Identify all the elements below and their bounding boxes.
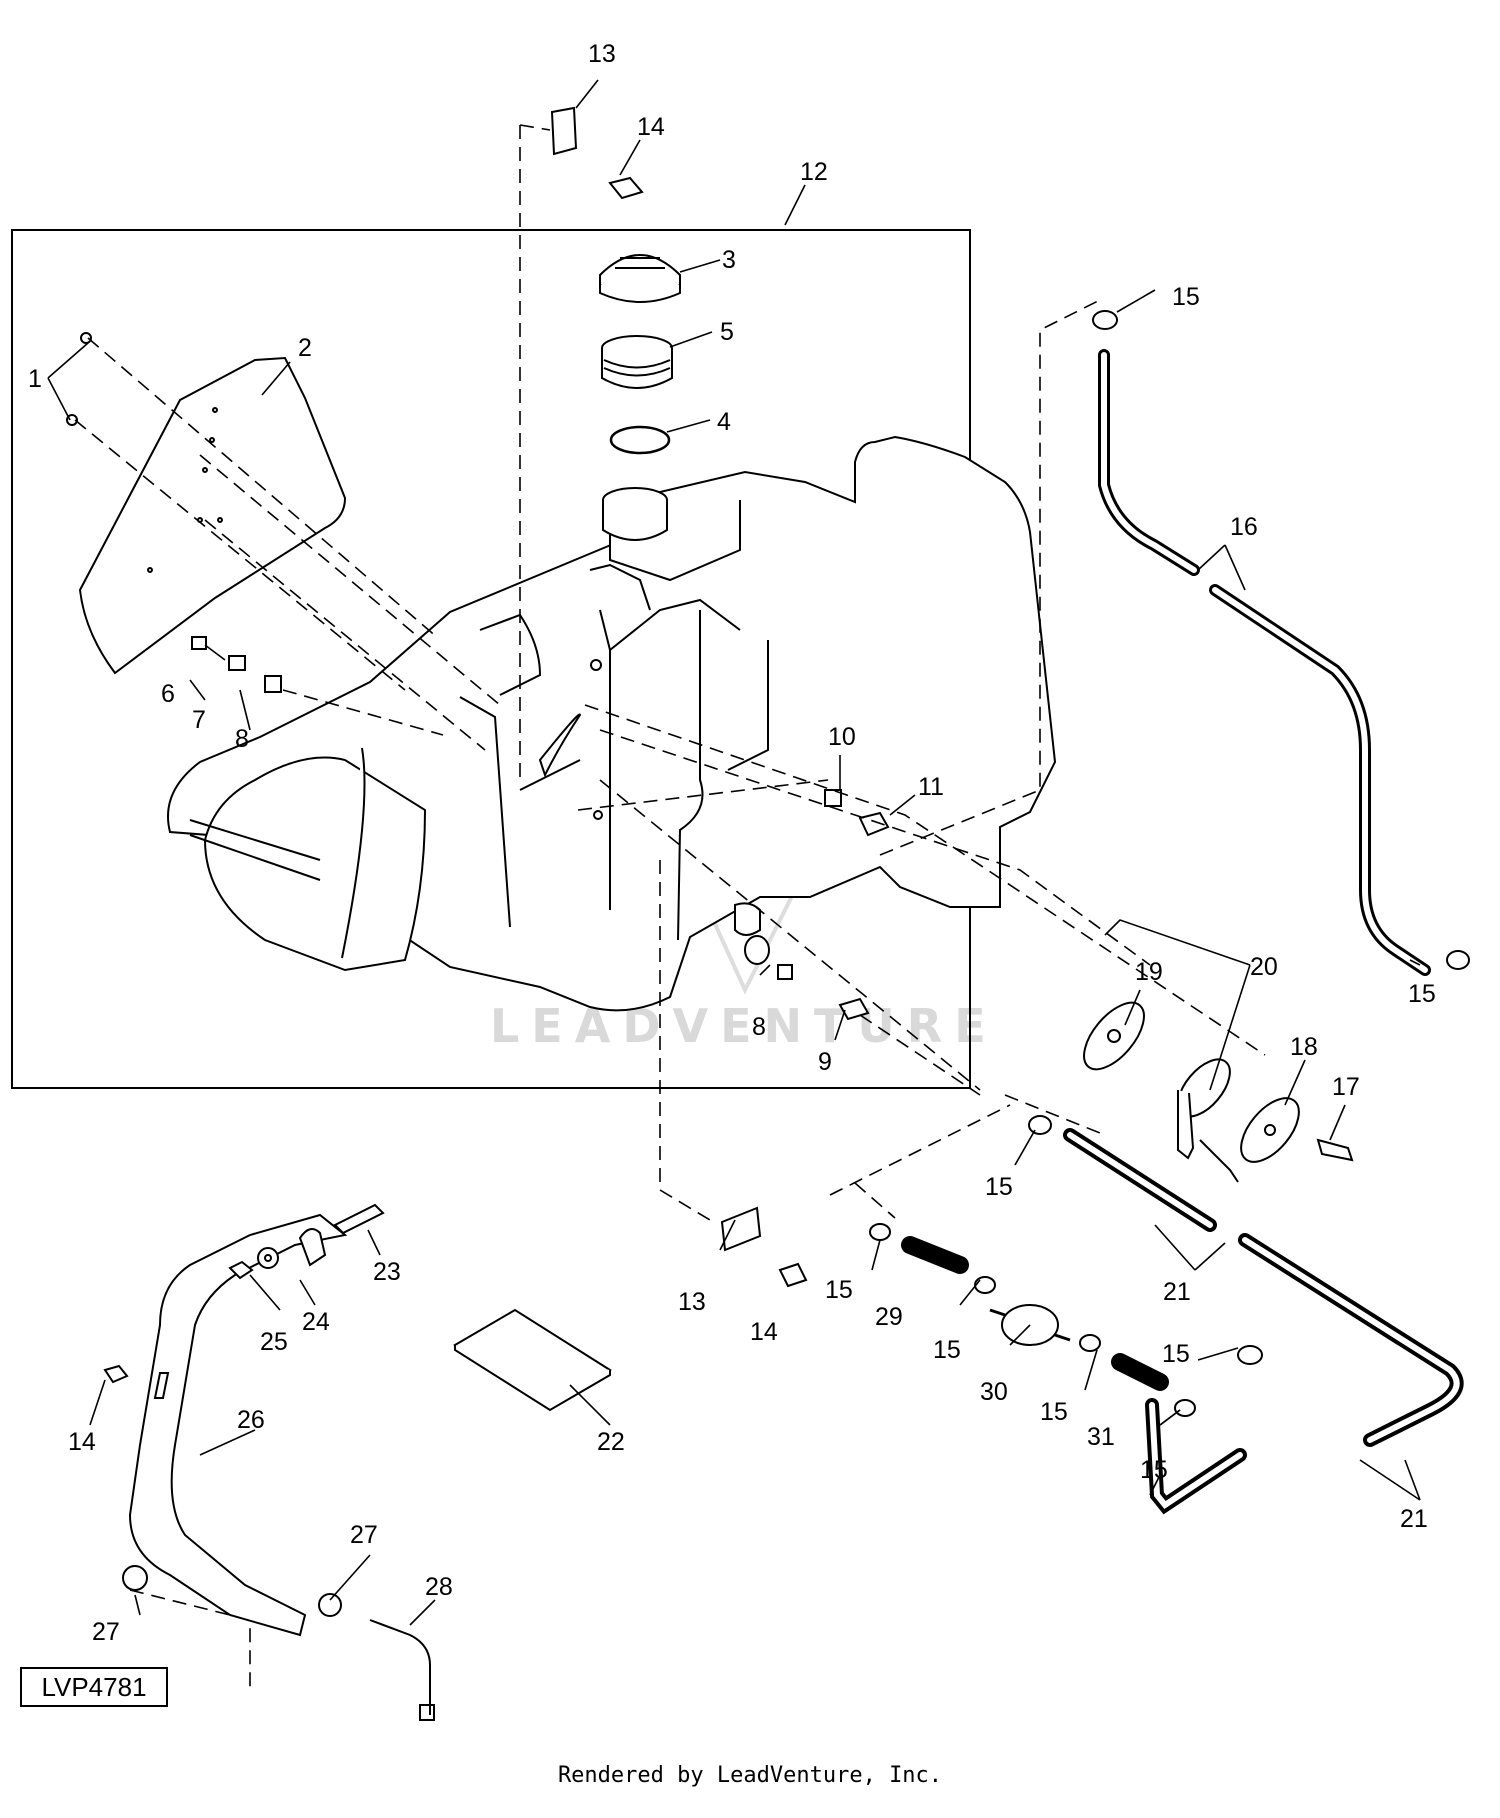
- callout-18: 18: [1290, 1033, 1318, 1061]
- callout-21b: 21: [1400, 1505, 1428, 1533]
- fuel-hose-21: [1063, 1128, 1464, 1515]
- callout-15f: 15: [1040, 1398, 1068, 1426]
- callout-25: 25: [260, 1328, 288, 1356]
- callout-6: 6: [161, 680, 175, 708]
- callout-15a: 15: [1172, 283, 1200, 311]
- callout-22: 22: [597, 1428, 625, 1456]
- callout-27a: 27: [350, 1521, 378, 1549]
- callout-29: 29: [875, 1303, 903, 1331]
- watermark: LEADVENTURE: [490, 999, 998, 1053]
- callout-20: 20: [1250, 953, 1278, 981]
- callout-13b: 13: [678, 1288, 706, 1316]
- callout-26: 26: [237, 1406, 265, 1434]
- fuel-hose-16-hl: [1101, 352, 1428, 973]
- brackets-and-bolts: [103, 106, 808, 1384]
- fuel-cap: [599, 254, 681, 303]
- callout-15c: 15: [985, 1173, 1013, 1201]
- tank-strap: [122, 1203, 435, 1721]
- callout-12: 12: [800, 158, 828, 186]
- fuel-filter-group: [869, 310, 1470, 1417]
- callout-11: 11: [918, 773, 944, 801]
- callout-1: 1: [28, 365, 42, 393]
- callout-30: 30: [980, 1378, 1008, 1406]
- callout-15b: 15: [1408, 980, 1436, 1008]
- callout-14c: 14: [68, 1428, 96, 1456]
- callout-16: 16: [1230, 513, 1258, 541]
- o-ring: [609, 425, 671, 455]
- filler-neck-adapter: [601, 335, 673, 389]
- callout-8b: 8: [752, 1013, 766, 1041]
- callout-15g: 15: [1140, 1456, 1168, 1484]
- heat-shield: [78, 356, 347, 675]
- callout-7: 7: [192, 706, 206, 734]
- callout-13a: 13: [588, 40, 616, 68]
- callout-2: 2: [298, 334, 312, 362]
- fuel-tank: [167, 435, 1057, 1012]
- callout-27b: 27: [92, 1618, 120, 1646]
- callout-14b: 14: [750, 1318, 778, 1346]
- callout-8a: 8: [235, 725, 249, 753]
- callout-19: 19: [1135, 958, 1163, 986]
- callout-10: 10: [828, 723, 856, 751]
- footer-credit: Rendered by LeadVenture, Inc.: [557, 1763, 943, 1788]
- callout-15e: 15: [933, 1336, 961, 1364]
- fuel-sender-group: [1083, 1001, 1354, 1183]
- callout-24: 24: [302, 1308, 330, 1336]
- callout-14a: 14: [637, 113, 665, 141]
- callout-31: 31: [1087, 1423, 1115, 1451]
- callout-21a: 21: [1163, 1278, 1191, 1306]
- callout-3: 3: [722, 246, 736, 274]
- callout-labels: 1 2 3 4 5 6 7 8 8 9 10 11 12 13 13 14 14…: [28, 40, 1436, 1646]
- callout-17: 17: [1332, 1073, 1360, 1101]
- callout-23: 23: [373, 1258, 401, 1286]
- callout-lines: [47, 79, 1421, 1626]
- callout-28: 28: [425, 1573, 453, 1601]
- callout-4: 4: [717, 408, 731, 436]
- operators-manual: [453, 1308, 612, 1412]
- figure-code: LVP4781: [20, 1667, 168, 1707]
- fuel-hose-21-hl: [1067, 1132, 1460, 1510]
- callout-15h: 15: [1162, 1340, 1190, 1368]
- callout-5: 5: [720, 318, 734, 346]
- callout-9: 9: [818, 1048, 832, 1076]
- fuel-hose-16: [1098, 349, 1431, 976]
- callout-15d: 15: [825, 1276, 853, 1304]
